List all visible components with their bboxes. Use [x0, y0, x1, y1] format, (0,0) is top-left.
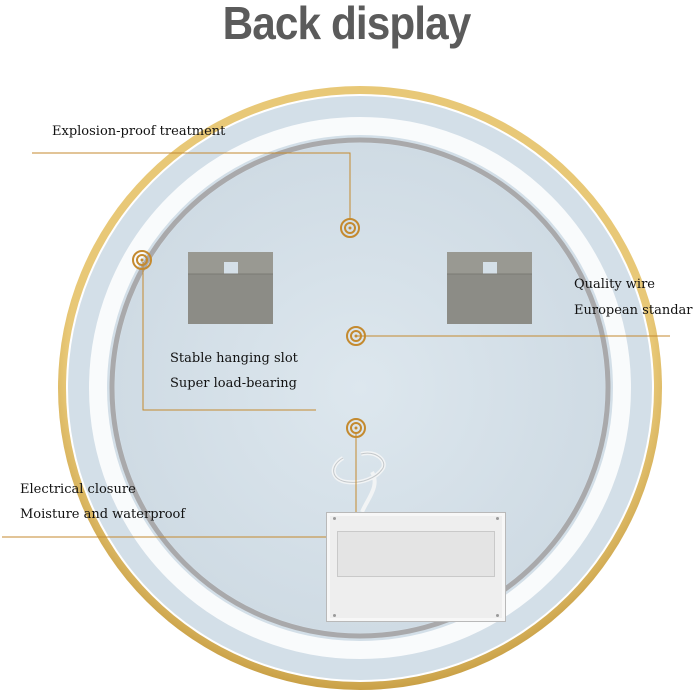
- callout-electrical-label-1: Electrical closure: [20, 482, 136, 497]
- screw-icon: [496, 614, 499, 617]
- callout-line-explosion: [32, 152, 351, 220]
- hanging-bracket-right: [447, 252, 532, 324]
- screw-icon: [333, 614, 336, 617]
- hanging-bracket-left: [188, 252, 273, 324]
- callout-wire-label-2: European standard: [574, 303, 693, 318]
- led-glow-ring: [89, 117, 631, 659]
- inner-gray-ring: [109, 137, 611, 639]
- screw-icon: [333, 517, 336, 520]
- callout-explosion-label: Explosion-proof treatment: [52, 124, 226, 139]
- page-title: Back display: [222, 0, 472, 49]
- callout-slot-label-2: Super load-bearing: [170, 376, 297, 391]
- screw-icon: [496, 517, 499, 520]
- target-marker-slot: [132, 250, 152, 270]
- target-marker-explosion: [340, 218, 360, 238]
- cable-outline: [333, 452, 385, 483]
- target-marker-electrical: [346, 418, 366, 438]
- callout-line-slot: [142, 262, 316, 411]
- callout-wire-label-1: Quality wire: [574, 277, 655, 292]
- target-marker-wire: [346, 326, 366, 346]
- junction-box: [326, 512, 506, 622]
- callout-electrical-label-2: Moisture and waterproof: [20, 507, 186, 522]
- callout-slot-label-1: Stable hanging slot: [170, 351, 298, 366]
- spec-label-sticker: [337, 531, 495, 577]
